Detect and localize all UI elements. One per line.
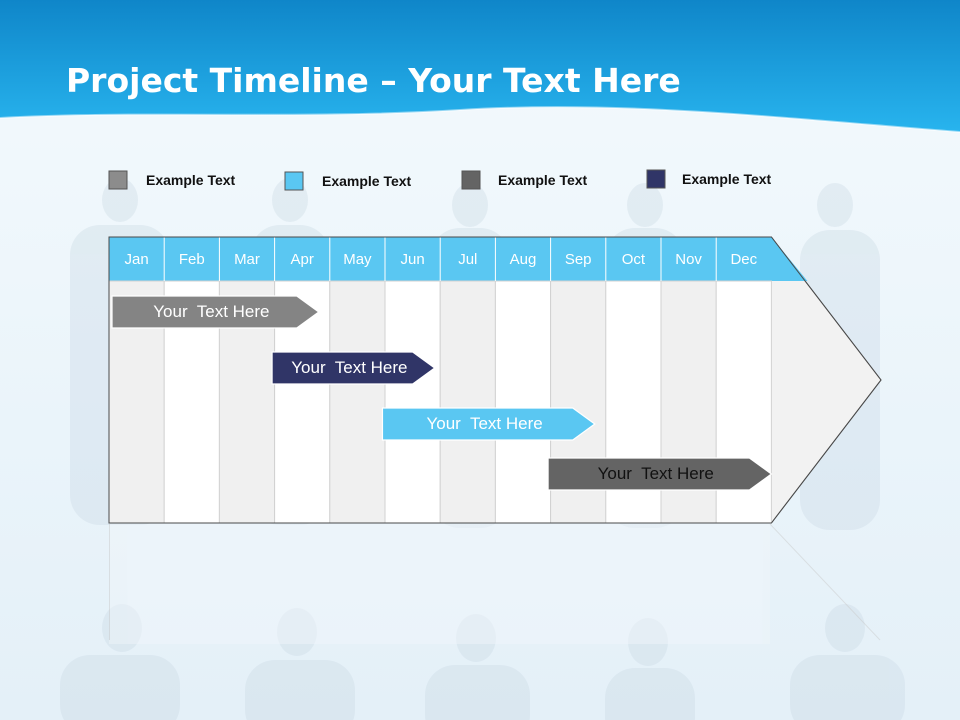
legend-swatch-4 (646, 169, 666, 189)
month-column-aug (494, 280, 552, 524)
timeline-reflection (109, 523, 881, 644)
legend-swatch-3 (461, 170, 481, 190)
month-label-jul: Jul (458, 251, 478, 268)
month-label-apr: Apr (290, 251, 314, 268)
page-title: Project Timeline – Your Text Here (66, 60, 681, 102)
title-suffix: – Your Text Here (368, 61, 681, 100)
legend-label-1: Example Text (146, 172, 236, 188)
task-arrow-4 (547, 457, 773, 491)
month-label-jun: Jun (400, 251, 425, 268)
task-arrow-2 (271, 351, 436, 385)
legend-swatch-1 (108, 170, 128, 190)
month-column-jun (384, 280, 441, 524)
legend-label-2: Example Text (322, 173, 412, 189)
month-label-dec: Dec (730, 251, 758, 268)
month-column-jul (439, 280, 496, 524)
legend-label-4: Example Text (682, 171, 772, 187)
task-arrow-1 (111, 295, 320, 329)
legend-swatch-2 (284, 171, 304, 191)
month-label-jan: Jan (124, 251, 149, 268)
task-label-3: Your Text Here (426, 414, 543, 433)
task-label-2: Your Text Here (291, 358, 408, 377)
task-label-4: Your Text Here (597, 464, 714, 483)
month-label-sep: Sep (564, 251, 592, 268)
month-label-oct: Oct (621, 251, 646, 268)
title-main: Project Timeline (66, 61, 369, 100)
timeline-arrow-outline (108, 236, 882, 524)
month-label-may: May (343, 251, 372, 268)
month-label-mar: Mar (234, 251, 260, 268)
month-label-nov: Nov (675, 251, 702, 268)
month-label-aug: Aug (509, 251, 537, 268)
task-arrow-3 (381, 407, 596, 441)
legend-label-3: Example Text (498, 172, 588, 188)
task-label-1: Your Text Here (153, 302, 270, 321)
month-header-bar (109, 237, 808, 281)
header-wave (0, 0, 960, 132)
month-label-feb: Feb (178, 251, 205, 268)
month-column-may (329, 280, 386, 524)
